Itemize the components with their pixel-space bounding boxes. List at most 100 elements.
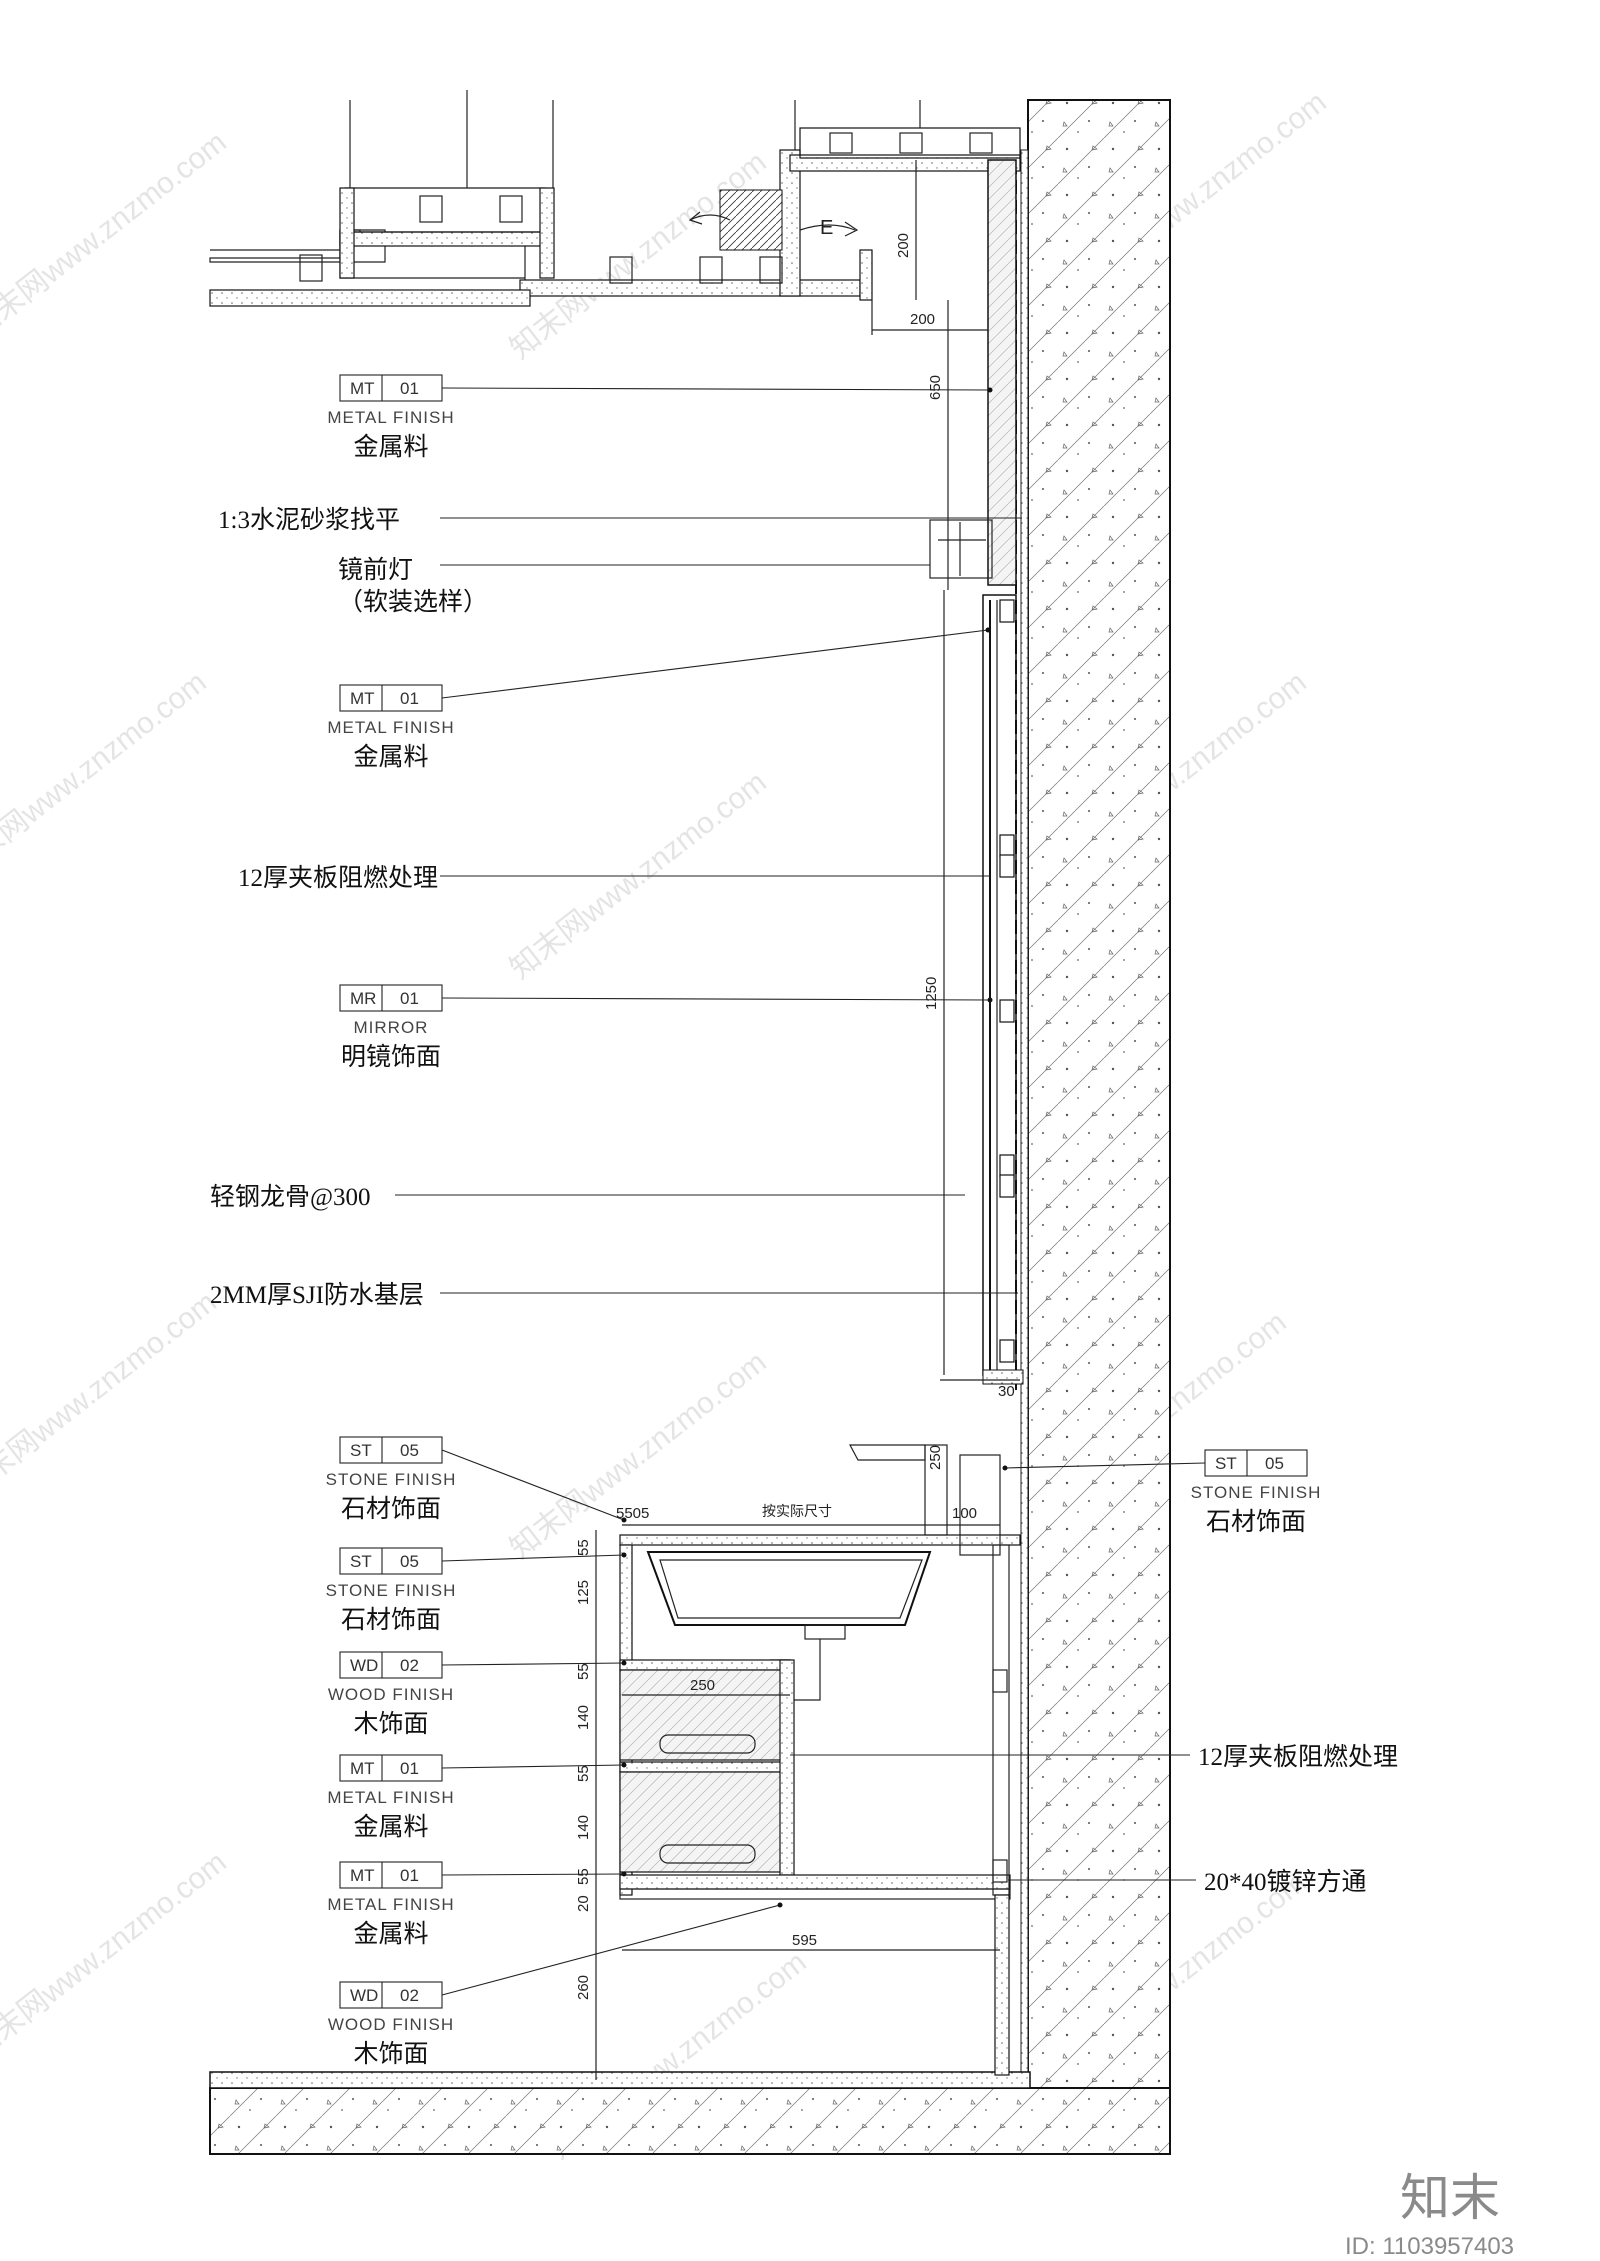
- mirror-light: [929, 519, 993, 579]
- tag-label: 明镜饰面: [341, 1043, 441, 1071]
- stud-clip: [999, 999, 1015, 1023]
- note-light-sub: （软装选样）: [338, 588, 488, 616]
- faucet-body: [924, 1444, 948, 1536]
- tag-subtitle: METAL FINISH: [327, 718, 454, 737]
- steel-studs: [999, 599, 1015, 1363]
- tag-code: ST: [1215, 1454, 1237, 1473]
- faucet-spout: [849, 1444, 926, 1461]
- tag-label: 金属料: [353, 743, 428, 771]
- tag-subtitle: STONE FINISH: [326, 1470, 457, 1489]
- tag-subtitle: STONE FINISH: [1191, 1483, 1322, 1502]
- floor-slab: [209, 2087, 1171, 2155]
- tag-code: WD: [350, 1656, 378, 1675]
- tag-label: 石材饰面: [341, 1606, 441, 1634]
- dim-v-55-c: 55: [575, 1765, 592, 1782]
- tag-code: MT: [350, 1866, 375, 1885]
- tag-label: 石材饰面: [341, 1495, 441, 1523]
- dim-v-55-d: 55: [575, 1868, 592, 1885]
- plinth: [994, 1894, 1010, 2076]
- tag-number: 02: [400, 1986, 419, 2005]
- dim-v-20: 20: [575, 1895, 592, 1912]
- note-light: 镜前灯: [338, 556, 413, 584]
- tag-number: 01: [400, 1866, 419, 1885]
- watermark-text: 知末网www.znzmo.com: [504, 1346, 773, 1566]
- tag-subtitle: METAL FINISH: [327, 1788, 454, 1807]
- stud-clip: [999, 1154, 1015, 1178]
- dim-v-55-b: 55: [575, 1663, 592, 1680]
- tag-label: 木饰面: [353, 2040, 428, 2068]
- watermark-text: 知末网www.znzmo.com: [0, 1846, 233, 2066]
- mirror-base-trim: [982, 1369, 1024, 1385]
- tag-label: 金属料: [353, 433, 428, 461]
- brand-logo: 知末: [1400, 2169, 1500, 2227]
- tag-code: ST: [350, 1441, 372, 1460]
- dim-200-vertical: 200: [895, 233, 912, 258]
- tag-code: ST: [350, 1552, 372, 1571]
- tag-label: 石材饰面: [1206, 1508, 1306, 1536]
- tag-number: 01: [400, 689, 419, 708]
- tag-label: 木饰面: [353, 1710, 428, 1738]
- dim-v-55-a: 55: [575, 1539, 592, 1556]
- dim-200-horizontal: 200: [910, 311, 935, 328]
- concrete-wall: [1027, 99, 1171, 2091]
- tag-label: 金属料: [353, 1813, 428, 1841]
- dim-5505: 5505: [616, 1505, 649, 1522]
- tag-label: 金属料: [353, 1920, 428, 1948]
- tag-code: WD: [350, 1986, 378, 2005]
- brand-id: ID: 1103957403: [1345, 2233, 1514, 2260]
- mortar-layer: [1020, 149, 1029, 2091]
- note-plywood-right: 12厚夹板阻燃处理: [1198, 1743, 1398, 1771]
- watermark-text: 知末网www.znzmo.com: [0, 126, 233, 346]
- stud-clip: [999, 1174, 1015, 1198]
- dim-100: 100: [952, 1505, 977, 1522]
- dim-v-140-a: 140: [575, 1705, 592, 1730]
- note-mortar: 1:3水泥砂浆找平: [218, 506, 400, 534]
- tag-number: 01: [400, 1759, 419, 1778]
- mirror-panel: [982, 594, 1017, 1376]
- stud-clip: [999, 854, 1015, 878]
- dim-30: 30: [998, 1383, 1015, 1400]
- stud-clip: [999, 1339, 1015, 1363]
- tag-number: 01: [400, 989, 419, 1008]
- vanity-cabinet: [619, 1444, 1021, 2076]
- tag-number: 05: [400, 1441, 419, 1460]
- tag-number: 02: [400, 1656, 419, 1675]
- tag-number: 05: [400, 1552, 419, 1571]
- tag-subtitle: WOOD FINISH: [328, 1685, 454, 1704]
- tag-code: MT: [350, 1759, 375, 1778]
- dim-250-backsplash: 250: [927, 1445, 944, 1470]
- tag-subtitle: WOOD FINISH: [328, 2015, 454, 2034]
- ceiling-section: [209, 90, 1021, 307]
- note-waterproof: 2MM厚SJI防水基层: [210, 1281, 424, 1309]
- tag-subtitle: METAL FINISH: [327, 408, 454, 427]
- dim-650: 650: [927, 375, 944, 400]
- stud-clip: [999, 599, 1015, 623]
- tag-number: 01: [400, 379, 419, 398]
- tag-code: MT: [350, 379, 375, 398]
- floor-screed: [209, 2071, 1031, 2089]
- dimensions: [595, 160, 1020, 2080]
- arrow-letter: E: [820, 217, 833, 239]
- basin: [646, 1551, 932, 1626]
- note-plywood: 12厚夹板阻燃处理: [238, 864, 438, 892]
- dim-595: 595: [792, 1932, 817, 1949]
- dim-v-125: 125: [575, 1580, 592, 1605]
- backsplash: [959, 1454, 1001, 1556]
- dim-v-260: 260: [575, 1975, 592, 2000]
- dim-v-140-b: 140: [575, 1815, 592, 1840]
- tag-code: MR: [350, 989, 376, 1008]
- dim-1250: 1250: [923, 977, 940, 1010]
- note-steel-tube: 20*40镀锌方通: [1204, 1868, 1367, 1896]
- drain: [804, 1624, 846, 1640]
